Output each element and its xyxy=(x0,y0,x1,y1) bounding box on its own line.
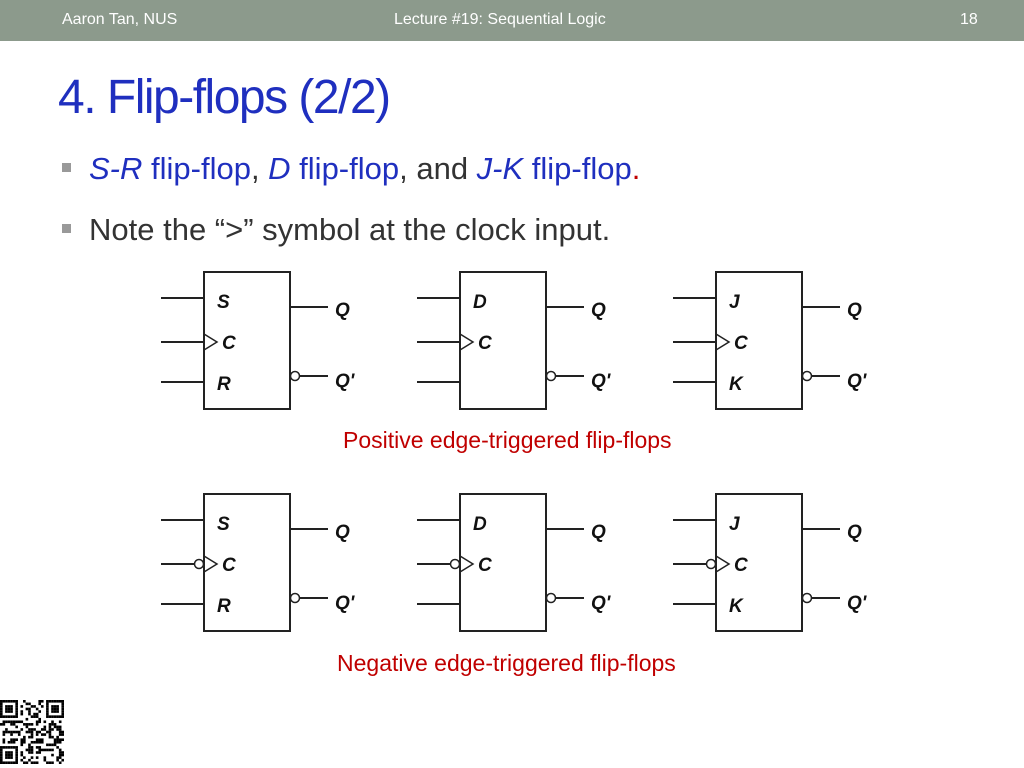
flipflop-text-2: flip-flop xyxy=(290,151,400,186)
separator-1: , xyxy=(250,151,269,186)
positive-flipflop-3-qbar-bubble xyxy=(801,370,813,382)
negative-flipflop-3-bottom-label: K xyxy=(729,596,744,617)
bullet-square-icon xyxy=(62,224,71,234)
positive-flipflop-3-q-label: Q xyxy=(847,300,862,321)
qr-code-icon xyxy=(0,700,64,764)
positive-flipflop-1-q-label: Q xyxy=(335,300,350,321)
negative-flipflop-1-q-label: Q xyxy=(335,522,350,543)
bullet-square-icon xyxy=(62,163,71,173)
clock-note-text: Note the “>” symbol at the clock input. xyxy=(89,212,611,247)
positive-flipflop-1-qbar-label: Q' xyxy=(335,371,356,392)
header-page-number: 18 xyxy=(960,11,978,28)
negative-flipflop-3-qbar-bubble xyxy=(801,592,813,604)
negative-flipflop-3-qbar-label: Q' xyxy=(847,593,868,614)
header-lecture-title: Lecture #19: Sequential Logic xyxy=(394,11,606,28)
negative-flipflop-3-clock-bubble xyxy=(705,558,717,570)
positive-flipflop-2-clock-triangle xyxy=(459,333,475,351)
positive-flipflop-3-bottom-label: K xyxy=(729,374,744,395)
bullet-clock-note: Note the “>” symbol at the clock input. xyxy=(62,212,610,248)
flipflop-text-1: flip-flop xyxy=(142,151,251,186)
positive-edge-caption: Positive edge-triggered flip-flops xyxy=(343,427,672,453)
negative-flipflop-1-bottom-label: R xyxy=(217,596,231,617)
positive-flipflop-2-box xyxy=(459,271,547,410)
positive-flipflop-1-qbar-bubble xyxy=(289,370,301,382)
period: . xyxy=(631,151,641,186)
positive-flipflop-2-q-label: Q xyxy=(591,300,606,321)
negative-flipflop-2-clock-bubble xyxy=(449,558,461,570)
negative-flipflop-2-clock-triangle xyxy=(459,555,475,573)
flipflop-text-3: flip-flop xyxy=(523,151,632,186)
positive-flipflop-2-top-label: D xyxy=(473,292,487,313)
separator-2: , and xyxy=(399,151,477,186)
negative-flipflop-1-qbar-bubble xyxy=(289,592,301,604)
negative-flipflop-1-clock-triangle xyxy=(203,555,219,573)
negative-flipflop-1-clock-label: C xyxy=(222,555,236,576)
positive-flipflop-1-top-label: S xyxy=(217,292,230,313)
negative-flipflop-1-top-label: S xyxy=(217,514,230,535)
negative-flipflop-1-clock-bubble xyxy=(193,558,205,570)
negative-flipflop-2-top-label: D xyxy=(473,514,487,535)
positive-flipflop-2-clock-label: C xyxy=(478,333,492,354)
negative-flipflop-2-qbar-bubble xyxy=(545,592,557,604)
slide-title: 4. Flip-flops (2/2) xyxy=(58,71,391,124)
negative-edge-caption: Negative edge-triggered flip-flops xyxy=(337,650,676,676)
negative-flipflop-3-clock-label: C xyxy=(734,555,748,576)
negative-flipflop-3-top-label: J xyxy=(729,514,740,535)
positive-flipflop-1-clock-label: C xyxy=(222,333,236,354)
negative-flipflop-3-q-label: Q xyxy=(847,522,862,543)
negative-flipflop-2-q-label: Q xyxy=(591,522,606,543)
positive-flipflop-3-qbar-label: Q' xyxy=(847,371,868,392)
positive-flipflop-1-bottom-label: R xyxy=(217,374,231,395)
sr-text: S-R xyxy=(89,151,143,186)
positive-flipflop-2-qbar-label: Q' xyxy=(591,371,612,392)
negative-flipflop-2-clock-label: C xyxy=(478,555,492,576)
jk-text: J-K xyxy=(476,151,524,186)
header-author: Aaron Tan, NUS xyxy=(62,11,178,28)
negative-flipflop-1-qbar-label: Q' xyxy=(335,593,356,614)
bullet-flipflop-types: S-R flip-flop, D flip-flop, and J-K flip… xyxy=(62,151,640,187)
positive-flipflop-3-top-label: J xyxy=(729,292,740,313)
slide-header: Aaron Tan, NUS Lecture #19: Sequential L… xyxy=(0,0,1024,41)
positive-flipflop-1-clock-triangle xyxy=(203,333,219,351)
negative-flipflop-3-clock-triangle xyxy=(715,555,731,573)
positive-flipflop-2-qbar-bubble xyxy=(545,370,557,382)
positive-flipflop-3-box xyxy=(715,271,803,410)
d-text: D xyxy=(268,151,291,186)
negative-flipflop-2-qbar-label: Q' xyxy=(591,593,612,614)
positive-flipflop-3-clock-triangle xyxy=(715,333,731,351)
positive-flipflop-3-clock-label: C xyxy=(734,333,748,354)
positive-flipflop-1-box xyxy=(203,271,291,410)
